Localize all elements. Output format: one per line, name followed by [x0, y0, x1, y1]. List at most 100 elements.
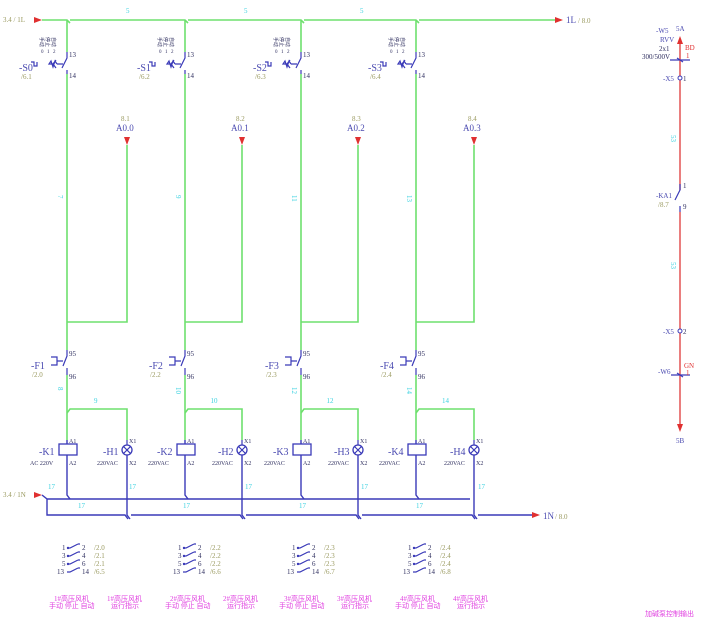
relay-pin-a2: A2	[303, 461, 310, 467]
selector-position-num: 1	[281, 50, 284, 55]
relay-pin-a2: A2	[187, 461, 194, 467]
thermal-ref[interactable]: /2.4	[381, 371, 392, 379]
caption-run-title: 4#高压风机	[453, 594, 488, 603]
contact-ref[interactable]: /2.4	[440, 544, 451, 552]
thermal-overload-symbol-icon	[51, 350, 68, 375]
relay-label[interactable]: -K3	[273, 447, 289, 458]
branch-0	[31, 20, 133, 573]
l-output-ref[interactable]: / 8.0	[578, 17, 591, 25]
wire-label-17: 17	[478, 483, 486, 491]
contact-symbol-icon	[297, 567, 310, 573]
lamp-label[interactable]: -H1	[103, 447, 119, 458]
up-arrow-icon	[677, 36, 683, 44]
contact-pin: 3	[62, 552, 66, 560]
contact-ref[interactable]: /6.7	[324, 568, 335, 576]
plc-ref[interactable]: 8.4	[468, 115, 477, 123]
selector-ref[interactable]: /6.4	[370, 73, 381, 81]
thermal-label[interactable]: -F2	[149, 361, 163, 372]
contact-ref[interactable]: /2.4	[440, 560, 451, 568]
wire-label-17: 17	[183, 502, 191, 510]
relay-coil-icon[interactable]	[292, 443, 312, 456]
plc-output-arrow-icon	[471, 137, 477, 145]
relay-coil-icon[interactable]	[407, 443, 427, 456]
wire-label-17: 17	[299, 502, 307, 510]
contact-pin-13: 13	[69, 51, 77, 59]
l-output-name[interactable]: 1L	[566, 15, 576, 25]
contact-ref[interactable]: /2.3	[324, 544, 335, 552]
core-gn: GN	[684, 362, 694, 370]
relay-label[interactable]: -K1	[39, 447, 55, 458]
selector-ref[interactable]: /6.2	[139, 73, 150, 81]
plc-ref[interactable]: 8.2	[236, 115, 245, 123]
lamp-label[interactable]: -H2	[218, 447, 234, 458]
contact-ref[interactable]: /2.0	[94, 544, 105, 552]
relay-coil-icon[interactable]	[176, 443, 196, 456]
contact-ref[interactable]: /2.2	[210, 552, 221, 560]
cable-w6-label: -W6	[658, 368, 671, 376]
relay-label[interactable]: -K4	[388, 447, 404, 458]
thermal-ref[interactable]: /2.3	[266, 371, 277, 379]
selector-position-num: 0	[159, 50, 162, 55]
thermal-ref[interactable]: /2.2	[150, 371, 161, 379]
relay-pin-a2: A2	[418, 461, 425, 467]
n-output-name[interactable]: 1N	[543, 511, 555, 521]
thermal-label[interactable]: -F3	[265, 361, 279, 372]
relay-coil-icon[interactable]	[58, 443, 78, 456]
plc-output-label[interactable]: A0.1	[231, 123, 249, 133]
l-input-ref: 3.4 / 1L	[3, 16, 25, 24]
contact-ref[interactable]: /2.1	[94, 560, 105, 568]
lamp-label[interactable]: -H4	[450, 447, 466, 458]
selector-label[interactable]: -S1	[137, 63, 151, 74]
selector-ref[interactable]: /6.3	[255, 73, 266, 81]
contact-ref[interactable]: /2.2	[210, 560, 221, 568]
contact-pin: 1	[292, 544, 296, 552]
wire-label-17: 17	[361, 483, 369, 491]
contact-ref[interactable]: /6.6	[210, 568, 221, 576]
thermal-pin-95: 95	[303, 350, 311, 358]
plc-output-label[interactable]: A0.0	[116, 123, 134, 133]
contact-pin: 5	[292, 560, 296, 568]
selector-position-num: 2	[53, 50, 56, 55]
lamp-label[interactable]: -H3	[334, 447, 350, 458]
selector-label[interactable]: -S2	[253, 63, 267, 74]
contact-pin: 14	[198, 568, 206, 576]
contact-pin: 13	[173, 568, 181, 576]
relay-label[interactable]: -K2	[157, 447, 173, 458]
wire-label-lower: 14	[405, 387, 413, 395]
contact-dot-icon	[296, 562, 300, 566]
thermal-pin-95: 95	[418, 350, 426, 358]
selector-position-num: 0	[275, 50, 278, 55]
plc-ref[interactable]: 8.3	[352, 115, 361, 123]
wire-label-17: 17	[48, 483, 56, 491]
selector-ref[interactable]: /6.1	[21, 73, 32, 81]
caption-mode-title: 2#高压风机	[170, 594, 205, 603]
contact-ref[interactable]: /6.5	[94, 568, 105, 576]
lamp-rating: 220VAC	[97, 461, 118, 467]
selector-switch-symbol-icon	[265, 52, 302, 74]
contact-ref[interactable]: /2.3	[324, 552, 335, 560]
contact-ref[interactable]: /2.2	[210, 544, 221, 552]
thermal-ref[interactable]: /2.0	[32, 371, 43, 379]
plc-ref[interactable]: 8.1	[121, 115, 130, 123]
terminal-x5-1[interactable]	[677, 75, 683, 81]
selector-label[interactable]: -S0	[19, 63, 33, 74]
contact-ref[interactable]: /2.1	[94, 552, 105, 560]
contact-pin: 6	[312, 560, 316, 568]
contact-ref[interactable]: /6.8	[440, 568, 451, 576]
plc-output-label[interactable]: A0.2	[347, 123, 365, 133]
contact-ref[interactable]: /2.3	[324, 560, 335, 568]
plc-output-label[interactable]: A0.3	[463, 123, 481, 133]
caption-run-title: 3#高压风机	[337, 594, 372, 603]
caption-mode-title: 3#高压风机	[284, 594, 319, 603]
thermal-label[interactable]: -F4	[380, 361, 394, 372]
contact-ref[interactable]: /2.4	[440, 552, 451, 560]
caption-run-indicator: 运行指示	[227, 601, 255, 610]
contact-pin: 5	[408, 560, 412, 568]
thermal-label[interactable]: -F1	[31, 361, 45, 372]
n-output-ref[interactable]: / 8.0	[555, 513, 568, 521]
contact-pin: 5	[178, 560, 182, 568]
terminal-x5-2[interactable]	[677, 328, 683, 334]
caption-mode-positions: 手动 停止 自动	[49, 601, 95, 610]
lamp-rating: 220VAC	[444, 461, 465, 467]
selector-label[interactable]: -S3	[368, 63, 382, 74]
